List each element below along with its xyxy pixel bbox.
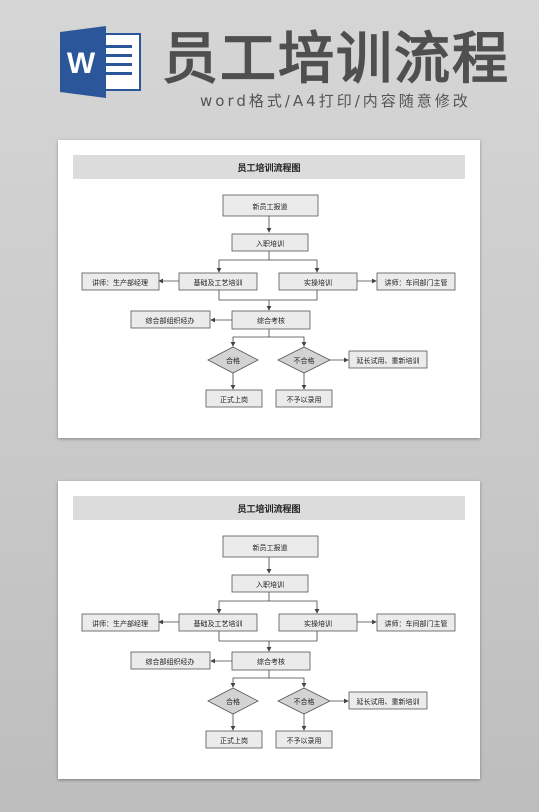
- banner-title: 员工培训流程: [162, 27, 510, 92]
- node-trainer-right: [376, 272, 456, 291]
- diagram-title-bar: [73, 496, 465, 520]
- node-new-employee: [222, 194, 319, 217]
- node-trainer-right-label: 讲师：车间部门主管: [385, 278, 448, 287]
- decision-fail-label: 不合格: [294, 697, 315, 706]
- node-trainer-right: [376, 613, 456, 632]
- node-extend: [348, 691, 428, 710]
- node-hire-label: 正式上岗: [220, 736, 248, 745]
- diagram-title: 员工培训流程图: [237, 162, 300, 174]
- node-reject: [275, 389, 333, 408]
- node-trainer-left: [81, 272, 160, 291]
- node-basic-process-label: 基础及工艺培训: [194, 619, 243, 628]
- decision-fail: [277, 687, 331, 715]
- decision-pass-label: 合格: [226, 697, 240, 706]
- node-onboarding: [231, 574, 309, 593]
- node-assessment-label: 综合考核: [257, 316, 285, 325]
- node-reject-label: 不予以录用: [287, 396, 322, 404]
- word-icon: W: [60, 26, 141, 98]
- node-hire: [205, 389, 263, 408]
- diagram-title: 员工培训流程图: [237, 503, 300, 515]
- node-onboarding-label: 入职培训: [256, 239, 284, 248]
- banner: W 员工培训流程 word格式/A4打印/内容随意修改: [0, 0, 539, 125]
- node-basic-process-label: 基础及工艺培训: [194, 278, 243, 287]
- decision-pass-label: 合格: [226, 356, 240, 365]
- diagram-title-bar: [73, 155, 465, 179]
- banner-subtitle: word格式/A4打印/内容随意修改: [200, 92, 471, 110]
- node-onboarding: [231, 233, 309, 252]
- node-practical: [278, 613, 358, 632]
- decision-fail-label: 不合格: [294, 356, 315, 365]
- node-new-employee: [222, 535, 319, 558]
- node-assessment-label: 综合考核: [257, 657, 285, 666]
- decision-pass: [207, 687, 259, 715]
- node-assessment: [231, 651, 311, 671]
- node-assessment: [231, 310, 311, 330]
- node-extend-label: 延长试用、重新培训: [357, 356, 420, 365]
- document-page-2: 员工培训流程图 新员工报道 入职培训 基础及工艺培训 实操培训 讲师：生产部经理: [58, 481, 480, 779]
- node-organizer: [130, 651, 211, 670]
- node-trainer-left-label: 讲师：生产部经理: [92, 278, 148, 287]
- node-hire-label: 正式上岗: [220, 395, 248, 404]
- node-trainer-left: [81, 613, 160, 632]
- node-new-employee-label: 新员工报道: [253, 543, 288, 552]
- node-organizer-label: 综合部组织经办: [146, 657, 195, 666]
- node-extend-label: 延长试用、重新培训: [357, 697, 420, 706]
- node-new-employee-label: 新员工报道: [253, 202, 288, 211]
- node-basic-process: [178, 272, 258, 291]
- word-icon-letter: W: [67, 47, 96, 80]
- decision-fail: [277, 346, 331, 374]
- document-page-1: 员工培训流程图 新员工报道 入职培训 基础及工艺培训 实操培训 讲师：生产部经理: [58, 140, 480, 438]
- node-organizer-label: 综合部组织经办: [146, 316, 195, 325]
- node-practical-label: 实操培训: [304, 278, 332, 287]
- node-extend: [348, 350, 428, 369]
- node-hire: [205, 730, 263, 749]
- node-basic-process: [178, 613, 258, 632]
- node-trainer-right-label: 讲师：车间部门主管: [385, 619, 448, 628]
- node-practical: [278, 272, 358, 291]
- node-reject: [275, 730, 333, 749]
- node-trainer-left-label: 讲师：生产部经理: [92, 619, 148, 628]
- decision-pass: [207, 346, 259, 374]
- node-reject-label: 不予以录用: [287, 737, 322, 745]
- node-organizer: [130, 310, 211, 329]
- node-practical-label: 实操培训: [304, 619, 332, 628]
- node-onboarding-label: 入职培训: [256, 580, 284, 589]
